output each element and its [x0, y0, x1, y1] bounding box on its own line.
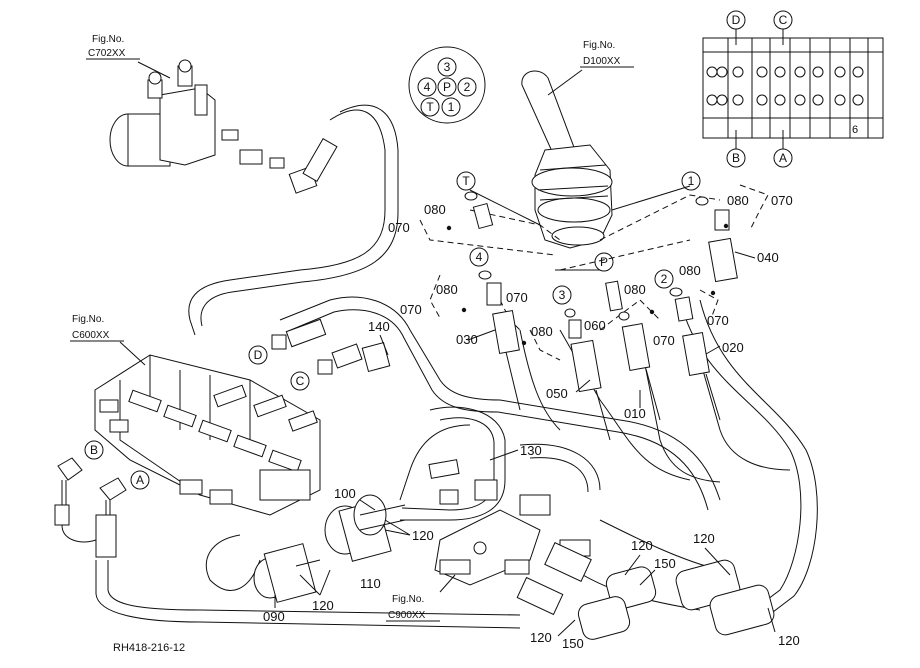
- label-120-f: 120: [778, 633, 800, 648]
- label-050: 050: [546, 386, 568, 401]
- part-number-labels: 070 080 080 070 040 080 070 070 080 080 …: [263, 193, 800, 651]
- label-090: 090: [263, 609, 285, 624]
- port-marker-p: P: [600, 255, 608, 269]
- label-140: 140: [368, 319, 390, 334]
- label-080-e: 080: [679, 263, 701, 278]
- port-layout-p: P: [443, 80, 451, 94]
- circuit-c: C: [296, 374, 305, 388]
- label-060: 060: [584, 318, 606, 333]
- label-100: 100: [334, 486, 356, 501]
- schematic-letter-a: A: [779, 151, 787, 165]
- c600-fig-label-line1: Fig.No.: [72, 314, 104, 325]
- circuit-markers: D C B A: [84, 345, 310, 490]
- label-leaders: [274, 251, 776, 637]
- label-070-c: 070: [400, 302, 422, 317]
- schematic-letter-c: C: [779, 13, 788, 27]
- label-080-f: 080: [531, 324, 553, 339]
- circuit-b: B: [90, 443, 98, 457]
- label-080-a: 080: [424, 202, 446, 217]
- upper-mid-fittings: [271, 318, 391, 375]
- label-040: 040: [757, 250, 779, 265]
- label-070-f: 070: [653, 333, 675, 348]
- label-080-d: 080: [624, 282, 646, 297]
- left-elbow-fittings: [54, 457, 127, 558]
- port-layout-3: 3: [444, 60, 451, 74]
- label-070-e: 070: [707, 313, 729, 328]
- c600-control-valve: [94, 354, 321, 516]
- c600-fig-label-line2: C600XX: [72, 330, 110, 341]
- port-layout-diagram: 3 P 4 2 T 1: [408, 46, 486, 124]
- c900-valve: [428, 459, 591, 586]
- label-120-d: 120: [312, 598, 334, 613]
- d100-fig-label-line1: Fig.No.: [583, 40, 615, 51]
- label-120-b: 120: [631, 538, 653, 553]
- hose-protectors-left: [253, 494, 406, 603]
- valve-block-schematic: D C B A 6: [702, 10, 884, 168]
- hose-protectors-right: [516, 542, 775, 640]
- label-150-b: 150: [562, 636, 584, 651]
- port-marker-1: 1: [688, 174, 695, 188]
- label-020: 020: [722, 340, 744, 355]
- port-marker-3: 3: [559, 288, 566, 302]
- label-070-b: 070: [771, 193, 793, 208]
- port-layout-2: 2: [464, 80, 471, 94]
- c702-fig-label-line2: C702XX: [88, 48, 126, 59]
- joystick-dots: [446, 223, 729, 346]
- label-110: 110: [360, 576, 381, 591]
- label-150-a: 150: [654, 556, 676, 571]
- joystick-leader-lines: [419, 184, 769, 361]
- schematic-letter-b: B: [732, 151, 740, 165]
- label-010: 010: [624, 406, 646, 421]
- valve-sections: [727, 38, 869, 138]
- circuit-d: D: [254, 348, 263, 362]
- label-030: 030: [456, 332, 478, 347]
- label-080-c: 080: [436, 282, 458, 297]
- port-marker-t: T: [462, 174, 470, 188]
- label-120-c: 120: [693, 531, 715, 546]
- schematic-letter-d: D: [732, 13, 741, 27]
- schematic-section-6: 6: [852, 124, 858, 136]
- c900-fig-label-line2: C900XX: [388, 610, 426, 621]
- joystick-assembly: [521, 70, 613, 249]
- port-marker-4: 4: [476, 250, 483, 264]
- label-080-b: 080: [727, 193, 749, 208]
- c702-valve-assembly: [109, 59, 338, 194]
- c900-fig-label-line1: Fig.No.: [392, 594, 424, 605]
- label-070-a: 070: [388, 220, 410, 235]
- d100-fig-label-line2: D100XX: [583, 56, 621, 67]
- joystick-fittings: [464, 191, 738, 441]
- port-layout-t: T: [426, 100, 434, 114]
- port-layout-4: 4: [424, 80, 431, 94]
- label-070-d: 070: [506, 290, 528, 305]
- label-120-e: 120: [530, 630, 552, 645]
- port-layout-1: 1: [448, 100, 455, 114]
- label-130: 130: [520, 443, 542, 458]
- port-marker-2: 2: [661, 272, 668, 286]
- valve-ports: [706, 66, 864, 106]
- label-120-a: 120: [412, 528, 434, 543]
- drawing-reference: RH418-216-12: [113, 642, 185, 654]
- circuit-a: A: [136, 473, 144, 487]
- joystick-port-markers: T 1 4 P 3 2: [456, 171, 701, 305]
- c702-fig-label-line1: Fig.No.: [92, 34, 124, 45]
